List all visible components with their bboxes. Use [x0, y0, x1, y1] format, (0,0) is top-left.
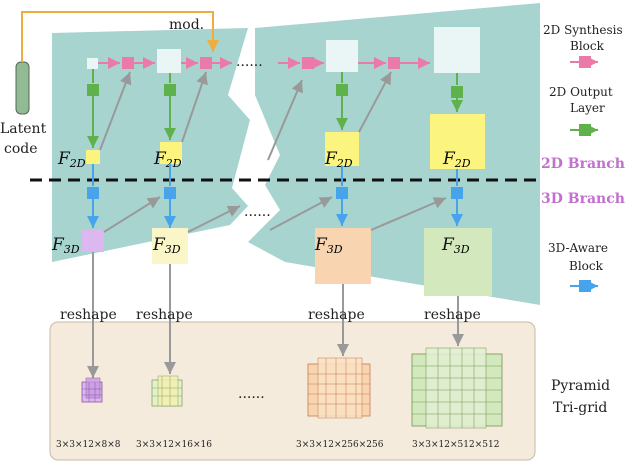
input-block	[87, 58, 98, 69]
f3d-map-4	[424, 228, 492, 296]
reshape-label-1: reshape	[60, 307, 117, 323]
aware-block-1	[87, 187, 99, 199]
legend-aware-line1: 3D-Aware	[548, 241, 608, 255]
f3d-map-2	[152, 228, 188, 264]
synthesis-block-3	[302, 57, 314, 69]
dots-top: ......	[236, 54, 263, 70]
dims-label-2: 3×3×12×16×16	[136, 440, 212, 450]
f3d-label-3: F3D	[314, 235, 343, 256]
feature-block-1	[157, 49, 181, 73]
synthesis-block-2	[200, 57, 212, 69]
dots-grid: ......	[238, 386, 265, 402]
backbone-right-panel	[248, 3, 540, 305]
synthesis-block-4	[388, 57, 400, 69]
f2d-label-4: F2D	[442, 149, 471, 170]
feature-block-4	[434, 27, 480, 73]
f3d-map-3	[315, 228, 371, 284]
legend-branch-2d: 2D Branch	[541, 156, 625, 172]
f3d-label-4: F3D	[441, 235, 470, 256]
latent-label-line1: Latent	[0, 121, 47, 137]
tri-grid-4	[411, 347, 503, 429]
tri-grid-2	[151, 375, 183, 407]
f2d-label-1: F2D	[57, 149, 86, 170]
tri-grid-3	[307, 357, 371, 419]
legend-synthesis-line1: 2D Synthesis	[543, 23, 623, 37]
f2d-map-3	[325, 132, 359, 166]
aware-block-3	[336, 187, 348, 199]
reshape-label-3: reshape	[308, 307, 365, 323]
f2d-map-2	[160, 142, 182, 164]
latent-code-icon	[15, 61, 30, 115]
aware-block-2	[164, 187, 176, 199]
f2d-map-4	[430, 114, 485, 169]
legend-synthesis-icon	[570, 56, 598, 68]
f2d-label-3: F2D	[324, 149, 353, 170]
legend-pyramid-line2: Tri-grid	[553, 400, 607, 416]
output-layer-4	[451, 86, 463, 98]
f3d-map-1	[82, 230, 104, 252]
dims-label-1: 3×3×12×8×8	[56, 440, 121, 450]
dots-mid: ......	[244, 204, 271, 220]
synthesis-block-1	[122, 57, 134, 69]
f2d-map-1	[86, 150, 100, 164]
legend-aware-icon	[570, 280, 598, 292]
legend-output-line1: 2D Output	[549, 85, 613, 99]
feature-block-3	[326, 40, 358, 72]
latent-label-line2: code	[4, 141, 38, 157]
aware-block-4	[451, 187, 463, 199]
mod-connector	[21, 11, 219, 62]
output-layer-1	[87, 84, 99, 96]
legend-branch-3d: 3D Branch	[541, 191, 625, 207]
legend-synthesis-line2: Block	[570, 39, 605, 53]
legend-aware-line2: Block	[569, 259, 604, 273]
dims-label-3: 3×3×12×256×256	[296, 440, 384, 450]
f3d-label-1: F3D	[51, 235, 80, 256]
output-layer-2	[164, 84, 176, 96]
output-layer-3	[336, 84, 348, 96]
mod-label: mod.	[169, 17, 204, 33]
reshape-label-4: reshape	[424, 307, 481, 323]
dims-label-4: 3×3×12×512×512	[412, 440, 499, 450]
legend-pyramid-line1: Pyramid	[551, 378, 610, 394]
reshape-label-2: reshape	[136, 307, 193, 323]
legend-output-line2: Layer	[570, 101, 605, 115]
tri-grid-1	[81, 377, 103, 403]
f3d-label-2: F3D	[152, 235, 181, 256]
legend-output-icon	[570, 124, 598, 136]
